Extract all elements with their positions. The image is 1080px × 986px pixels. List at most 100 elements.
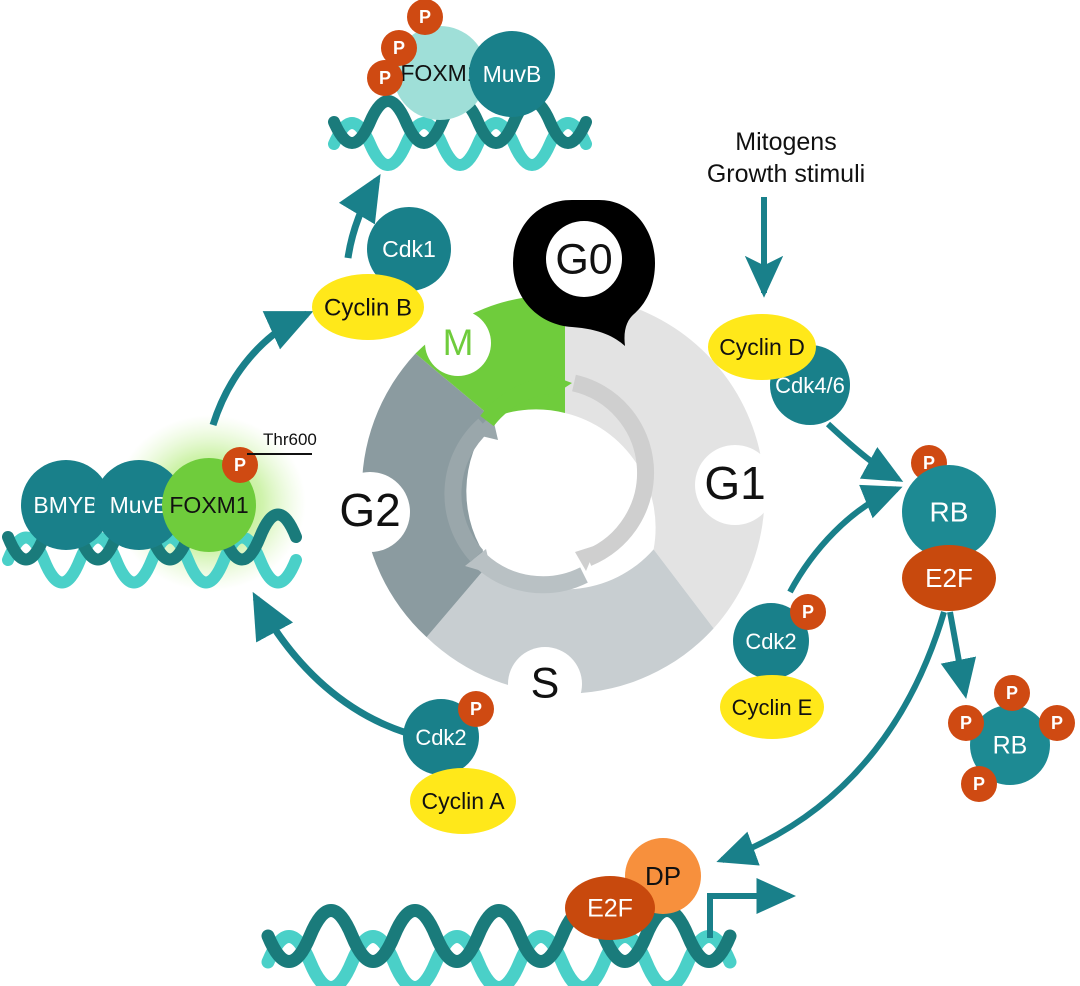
e2f-dp-complex[interactable]: DP E2F: [565, 838, 701, 940]
e2f-dna-node[interactable]: [565, 876, 655, 940]
cyclin-e-label: Cyclin E: [732, 695, 813, 720]
cdk1-label: Cdk1: [382, 236, 436, 262]
cyclin-d-label: Cyclin D: [719, 334, 805, 360]
g0-quiescent-marker[interactable]: G0: [513, 200, 655, 346]
transcription-arrow-icon: [707, 878, 797, 938]
rb-hyper-phospho-label-1: P: [960, 713, 972, 733]
mitogens-stimuli-group: Mitogens Growth stimuli: [707, 128, 865, 298]
phase-label-g2-text: G2: [339, 484, 400, 536]
rb-e2f-complex[interactable]: P RB E2F: [902, 445, 996, 611]
cycle-arrow-g2-m: [444, 418, 490, 562]
rb-hyper-node[interactable]: [970, 705, 1050, 785]
foxm1-hyper-phospho-icon-2: [367, 60, 403, 96]
phase-label-g1-text: G1: [704, 457, 765, 509]
cycle-arrow-s-g2-head: [465, 549, 492, 574]
muvb-label-left: MuvB: [110, 492, 169, 518]
ring-segment-g2[interactable]: [361, 353, 493, 638]
foxm1-label-active: FOXM1: [169, 492, 248, 518]
muvb-label-top: MuvB: [483, 61, 542, 87]
arrow-foxm1-to-cyclinb: [209, 310, 314, 427]
cdk1-node[interactable]: [367, 207, 451, 291]
foxm1-phospho-label: P: [234, 455, 246, 475]
cyclin-d-cdk46-complex[interactable]: Cdk4/6 Cyclin D: [708, 314, 850, 425]
cdk2-e-node[interactable]: [733, 603, 809, 679]
cycle-arrow-m-g1-head: [545, 373, 572, 398]
rb-hyper-phospho-icon-left: [948, 705, 984, 741]
cyclin-a-node[interactable]: [410, 768, 516, 834]
e2f-label: E2F: [925, 563, 973, 593]
muvb-node-top[interactable]: [469, 31, 555, 117]
bottom-dna-group: [261, 904, 737, 986]
g0-inner-circle: [546, 221, 622, 297]
thr600-site-label: Thr600: [263, 430, 317, 449]
rb-node[interactable]: [902, 465, 996, 559]
rb-hyperphosphorylated[interactable]: RB P P P P: [948, 675, 1075, 802]
cyclin-a-label: Cyclin A: [421, 788, 505, 814]
cdk2-e-label: Cdk2: [745, 629, 796, 654]
rb-label: RB: [930, 496, 969, 527]
cyclin-e-cdk2-complex[interactable]: Cdk2 P Cyclin E: [720, 594, 826, 739]
cycle-arrow-g1s-head: [575, 545, 597, 571]
phase-label-m-text: M: [443, 322, 474, 363]
rb-hyper-phospho-icon-top: [994, 675, 1030, 711]
phase-label-s-text: S: [531, 659, 560, 707]
cdk2-a-node[interactable]: [403, 699, 479, 775]
arrow-cdk2a-to-foxm1: [252, 591, 409, 737]
cdk2-a-phospho-label: P: [470, 699, 482, 719]
cycle-arrow-s-g2: [474, 553, 588, 594]
foxm1-muvb-top-group: FOXM1 MuvB P P P: [328, 0, 592, 171]
cdk2-a-phospho-icon: [458, 691, 494, 727]
bmyb-node[interactable]: [21, 460, 111, 550]
cdk46-label: Cdk4/6: [775, 373, 845, 398]
bottom-dna-light-strand: [261, 930, 737, 986]
rb-hyper-phospho-label-0: P: [1006, 683, 1018, 703]
cyclin-b-label: Cyclin B: [324, 294, 412, 321]
cell-cycle-ring: M G1 S G2: [330, 294, 775, 721]
foxm1-hyper-phospho-icon-1: [381, 30, 417, 66]
bottom-dna-dark-strand: [261, 904, 737, 968]
ring-segment-g1[interactable]: [565, 295, 765, 629]
cyclin-d-node[interactable]: [708, 314, 816, 380]
rb-hyper-phospho-label-2: P: [1051, 713, 1063, 733]
cyclin-e-node[interactable]: [720, 675, 824, 739]
cyclin-a-cdk2-complex[interactable]: Cdk2 P Cyclin A: [403, 691, 516, 834]
e2f-node[interactable]: [902, 545, 996, 611]
e2f-dna-label: E2F: [587, 895, 633, 923]
cyclin-b-cdk1-complex[interactable]: Cdk1 Cyclin B: [312, 207, 451, 340]
arrow-cyclinb-to-foxm1-muvb: [338, 173, 381, 259]
phase-label-g2[interactable]: G2: [330, 472, 410, 552]
mitogens-label: Mitogens: [735, 128, 836, 156]
cyclin-b-node[interactable]: [312, 274, 424, 340]
g0-label: G0: [555, 235, 612, 283]
cdk2-e-phospho-label: P: [802, 602, 814, 622]
growth-stimuli-label: Growth stimuli: [707, 160, 865, 188]
rb-hyper-phospho-label-3: P: [973, 774, 985, 794]
foxm1-node-active[interactable]: [162, 458, 256, 552]
ring-segment-s[interactable]: [426, 549, 714, 694]
foxm1-phospho-icon: [222, 447, 258, 483]
phase-label-g1[interactable]: G1: [695, 445, 775, 525]
cycle-direction-arrows: [444, 373, 655, 594]
cdk2-e-phospho-icon: [790, 594, 826, 630]
foxm1-hyper-phospho-label-2: P: [379, 68, 391, 88]
phase-label-s[interactable]: S: [508, 647, 582, 721]
muvb-node-left[interactable]: [94, 460, 184, 550]
foxm1-label-hyper: FOXM1: [400, 60, 479, 86]
bmyb-label: BMYB: [33, 492, 98, 518]
left-dna-light-strand: [2, 531, 302, 589]
top-dna-light-strand: [328, 117, 592, 171]
phase-label-m[interactable]: M: [425, 310, 491, 376]
foxm1-hyper-phospho-label-1: P: [393, 38, 405, 58]
foxm1-activation-group: BMYB MuvB FOXM1 P Thr600: [2, 415, 317, 591]
arrow-cdk46-to-rb: [825, 421, 904, 482]
foxm1-hyper-phospho-icon-0: [407, 0, 443, 35]
dp-label: DP: [645, 861, 681, 891]
rb-hyper-phospho-icon-right: [1039, 705, 1075, 741]
arrow-rbe2f-to-hyper-rb: [940, 611, 977, 699]
foxm1-hyper-phospho-label-0: P: [419, 7, 431, 27]
rb-phospho-label: P: [923, 453, 935, 473]
rb-hyper-label: RB: [993, 732, 1028, 760]
cdk2-a-label: Cdk2: [415, 725, 466, 750]
